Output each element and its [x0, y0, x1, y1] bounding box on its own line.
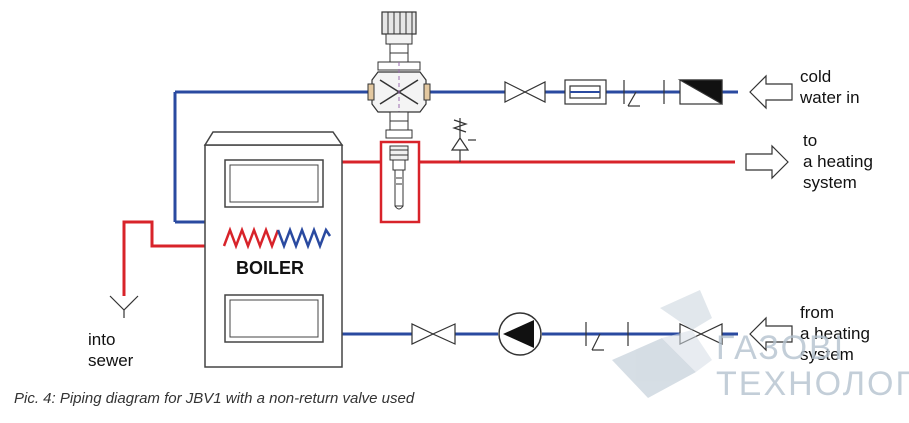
watermark-text: ГАЗОВІ ТЕХНОЛОГІЇ	[716, 330, 909, 402]
hot-water-pipes	[122, 160, 735, 296]
cold-line-reducer	[677, 79, 723, 106]
cold-line-check-valve	[623, 80, 665, 107]
sewer-label-line1: into	[88, 330, 116, 349]
to-heating-label-line1: to	[803, 131, 818, 150]
sewer-label: into sewer	[88, 329, 133, 371]
cold-water-label-line2: water in	[800, 88, 860, 107]
to-heating-arrow	[745, 144, 789, 180]
from-heating-label-line3: system	[800, 345, 854, 364]
to-heating-label-line2: a heating	[803, 152, 873, 171]
return-line-check-valve	[585, 322, 629, 351]
cold-water-label-line1: cold	[800, 67, 832, 86]
cold-water-in-arrow	[749, 74, 793, 110]
to-heating-label-line3: system	[803, 173, 857, 192]
from-heating-label-line2: a heating	[800, 324, 870, 343]
return-line-ball-valve	[411, 323, 456, 345]
figure-caption: Pic. 4: Piping diagram for JBV1 with a n…	[14, 390, 415, 407]
from-heating-label-line1: from	[800, 303, 834, 322]
heat-exchanger-coil	[222, 226, 332, 250]
boiler-body	[203, 131, 344, 368]
jbv1-valve	[367, 11, 431, 224]
watermark-line1: ГАЗОВІ	[716, 329, 846, 367]
cold-line-strainer	[564, 79, 607, 105]
cold-line-ball-valve	[504, 81, 546, 103]
cold-water-label: cold water in	[800, 66, 860, 108]
circulation-pump	[498, 312, 542, 356]
boiler-upper-panel	[224, 159, 324, 208]
safety-valve	[450, 118, 476, 162]
to-heating-label: to a heating system	[803, 130, 873, 193]
sewer-label-line2: sewer	[88, 351, 134, 370]
boiler-lower-panel	[224, 294, 324, 343]
watermark-line2: ТЕХНОЛОГІЇ	[716, 365, 909, 403]
from-heating-arrow	[749, 316, 793, 352]
watermark-logo	[612, 290, 712, 398]
from-heating-label: from a heating system	[800, 302, 870, 365]
boiler-label: BOILER	[236, 258, 305, 278]
sewer-funnel-icon	[109, 295, 139, 318]
